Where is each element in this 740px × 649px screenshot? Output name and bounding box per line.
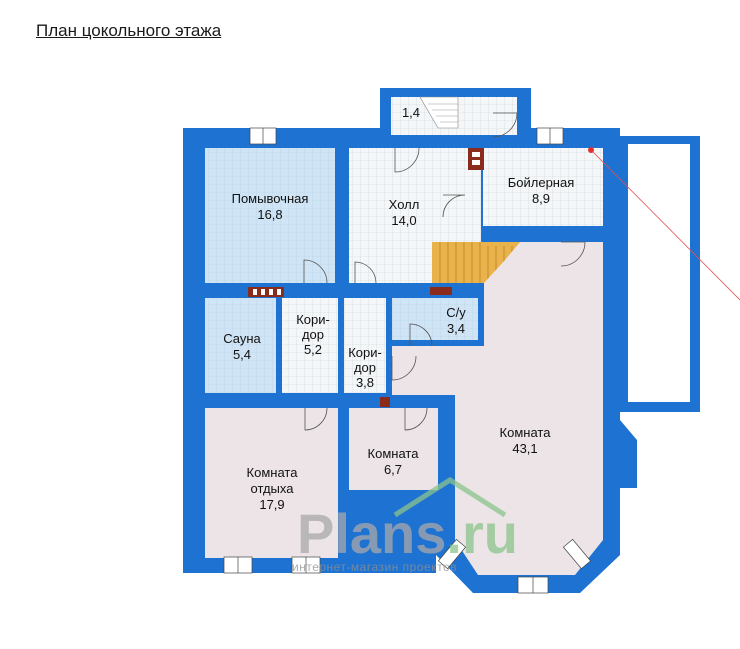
label-sauna-name: Сауна — [223, 331, 261, 346]
windows — [223, 127, 592, 594]
room-boiler — [483, 148, 603, 226]
watermark-brand: Plans.ru — [297, 502, 518, 565]
label-boiler-area: 8,9 — [532, 191, 550, 206]
label-big-room-area: 43,1 — [512, 441, 537, 456]
label-corridor1-area: 5,2 — [304, 342, 322, 357]
room-big — [392, 242, 603, 575]
label-hall-area: 14,0 — [391, 213, 416, 228]
label-boiler-name: Бойлерная — [508, 175, 575, 190]
label-stair-area: 1,4 — [402, 105, 420, 120]
page-title: План цокольного этажа — [36, 21, 222, 40]
label-big-room-name: Комната — [500, 425, 552, 440]
label-rest-room-line2: отдыха — [251, 481, 295, 496]
watermark-tagline: интернет-магазин проектов — [292, 560, 457, 574]
room-corridor-1 — [282, 298, 338, 393]
watermark: Plans.ru интернет-магазин проектов — [292, 477, 518, 574]
label-wc-name: С/у — [446, 305, 466, 320]
label-hall-name: Холл — [389, 197, 420, 212]
label-rest-room-line1: Комната — [247, 465, 299, 480]
label-small-room-area: 6,7 — [384, 462, 402, 477]
label-corridor2-line2: дор — [354, 360, 376, 375]
label-rest-room-area: 17,9 — [259, 497, 284, 512]
room-sauna — [205, 298, 276, 393]
label-washroom-area: 16,8 — [257, 207, 282, 222]
terrace — [620, 136, 700, 412]
room-wc — [392, 298, 478, 340]
room-washroom — [205, 148, 335, 283]
annotation-line — [588, 147, 740, 301]
label-corridor2-area: 3,8 — [356, 375, 374, 390]
room-labels: 1,4 Помывочная 16,8 Холл 14,0 Бойлерная … — [223, 105, 574, 512]
label-small-room-name: Комната — [368, 446, 420, 461]
room-stair-area — [391, 96, 517, 135]
label-sauna-area: 5,4 — [233, 347, 251, 362]
room-corridor-2 — [344, 298, 386, 393]
label-corridor2-line1: Кори- — [348, 345, 382, 360]
label-corridor1-line1: Кори- — [296, 312, 330, 327]
room-small — [349, 408, 438, 490]
label-wc-area: 3,4 — [447, 321, 465, 336]
doors — [303, 112, 586, 431]
label-corridor1-line2: дор — [302, 327, 324, 342]
room-rest — [205, 408, 338, 558]
label-washroom-name: Помывочная — [232, 191, 309, 206]
